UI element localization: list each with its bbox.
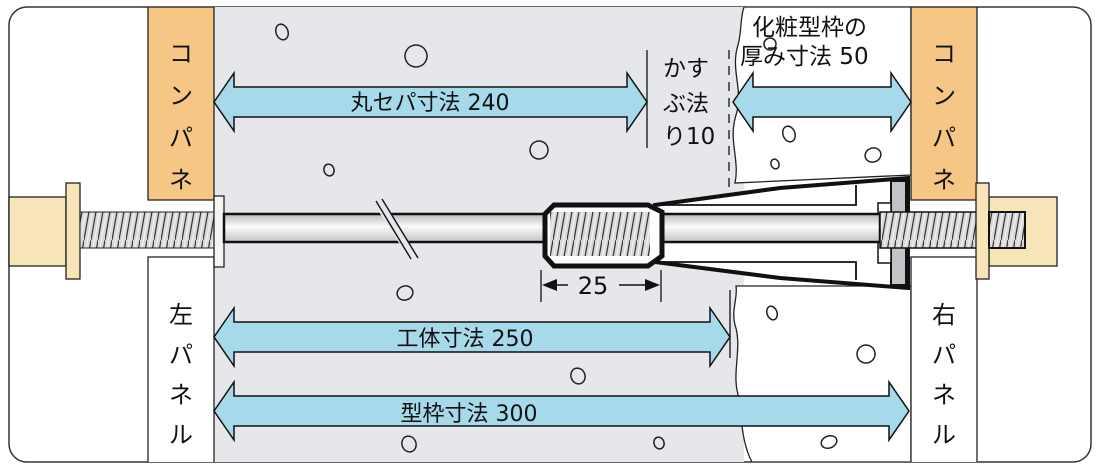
left-panel — [147, 256, 215, 462]
aggregate-circle — [653, 436, 665, 450]
left-washer — [213, 195, 225, 268]
aggregate-circle — [864, 147, 882, 163]
right-panel-label-char: パ — [932, 341, 956, 369]
decor-thickness-label-line1: 化粧型枠の — [752, 15, 867, 41]
decor-thickness-label-line2: 厚み寸法 50 — [740, 44, 869, 70]
left-panel-label-char: ネ — [169, 381, 193, 409]
right-panel-label-char: ネ — [932, 381, 956, 409]
left-plywood-label-char: ン — [169, 82, 193, 110]
dimension-arrows — [213, 70, 912, 443]
aggregate-circle — [781, 125, 797, 143]
aggregate-circle — [396, 285, 414, 301]
kasuburi-label-line3: り10 — [663, 124, 715, 150]
formwork-dimension-arrow — [213, 379, 910, 443]
left-threaded-bolt — [79, 211, 215, 249]
body-dimension-arrow — [213, 305, 731, 369]
right-nut-flange — [975, 182, 990, 280]
aggregate-circle — [856, 344, 876, 364]
aggregate-circle — [529, 140, 549, 160]
right-panel — [910, 256, 978, 462]
kasuburi-label-line1: かす — [663, 56, 709, 82]
decor-thickness-arrow — [732, 70, 912, 134]
break-line-1 — [375, 200, 412, 260]
dim25-arrowhead-left — [542, 279, 557, 291]
aggregate-circle — [763, 37, 777, 51]
decor-formwork-lower — [733, 285, 912, 462]
aggregate-group — [274, 23, 882, 453]
right-threaded-bolt-end — [988, 211, 1026, 249]
aggregate-circle — [404, 44, 428, 68]
rod-break-mark — [374, 199, 418, 261]
aggregate-circle — [401, 435, 417, 453]
break-line-2 — [381, 198, 419, 259]
right-plywood-label-char: ネ — [932, 166, 956, 194]
aggregate-circle — [274, 23, 290, 41]
left-plywood-label-char: ネ — [169, 166, 193, 194]
cone-inner-upper — [660, 185, 857, 206]
body-dimension-label: 工体寸法 250 — [397, 327, 534, 352]
aggregate-circle — [770, 158, 780, 170]
aggregate-circle — [323, 163, 335, 177]
left-plywood-label-char: パ — [169, 124, 193, 152]
cone-rod — [653, 212, 882, 244]
right-plywood-label-char: パ — [932, 124, 956, 152]
left-plywood — [147, 7, 215, 201]
aggregate-circle — [570, 367, 586, 385]
left-nut-flange — [65, 182, 81, 280]
left-plywood-label-char: コ — [169, 40, 193, 68]
right-plywood-label-char: コ — [932, 40, 956, 68]
left-panel-label-char: 左 — [169, 301, 193, 329]
dimension-25: 25 — [542, 272, 660, 300]
right-plywood-label-char: ン — [932, 82, 956, 110]
cone-inner-lower — [660, 261, 857, 280]
sleeve-thread — [550, 212, 650, 256]
right-panel-label-char: 右 — [932, 301, 956, 329]
dim25-arrowhead-right — [645, 279, 660, 291]
separator-dimension-label: 丸セパ寸法 240 — [351, 91, 510, 116]
aggregate-circle — [765, 305, 779, 321]
left-panel-label-char: ル — [169, 421, 193, 449]
formwork-dimension-label: 型枠寸法 300 — [401, 402, 538, 427]
kasuburi-label-line2: ぶ法 — [663, 91, 709, 117]
right-plywood — [910, 7, 978, 201]
left-nut-body — [8, 196, 67, 267]
aggregate-circle — [820, 434, 838, 450]
separator-dimension-arrow — [213, 70, 648, 134]
dim25-label: 25 — [578, 272, 609, 300]
right-panel-label-char: ル — [932, 421, 956, 449]
left-panel-label-char: パ — [169, 341, 193, 369]
